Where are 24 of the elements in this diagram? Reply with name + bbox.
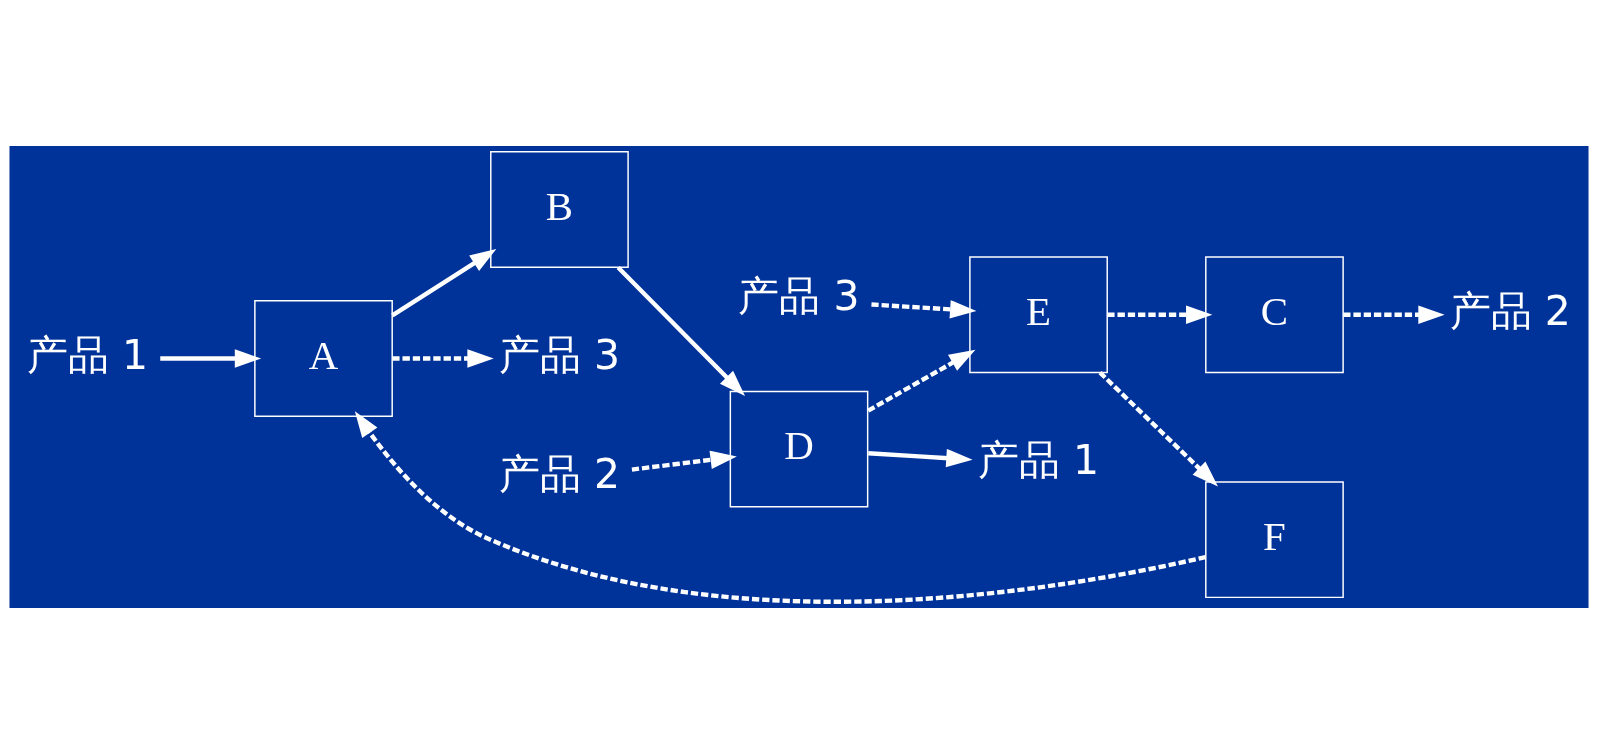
arrow	[391, 248, 497, 317]
node-box: B	[490, 150, 629, 268]
node-text: 产品 3	[738, 271, 860, 320]
arrow	[392, 348, 494, 368]
arrow	[160, 348, 262, 368]
node-box: F	[1205, 480, 1344, 598]
arrow	[1343, 305, 1445, 324]
node-box: A	[254, 299, 393, 417]
arrow	[868, 448, 973, 467]
arrow	[1107, 305, 1213, 324]
node-box: C	[1205, 255, 1344, 373]
node-text: 产品 2	[498, 449, 620, 498]
node-box: D	[729, 390, 869, 508]
arrow	[616, 265, 746, 396]
arrow	[867, 349, 976, 412]
arrow	[354, 410, 1207, 604]
arrow	[871, 299, 977, 319]
arrow	[631, 450, 737, 472]
arrow	[1098, 370, 1218, 486]
node-text: 产品 1	[27, 330, 149, 379]
node-text: 产品 1	[978, 435, 1100, 484]
node-text: 产品 2	[1449, 286, 1571, 335]
node-text: 产品 3	[498, 330, 620, 379]
node-box: E	[969, 255, 1108, 373]
